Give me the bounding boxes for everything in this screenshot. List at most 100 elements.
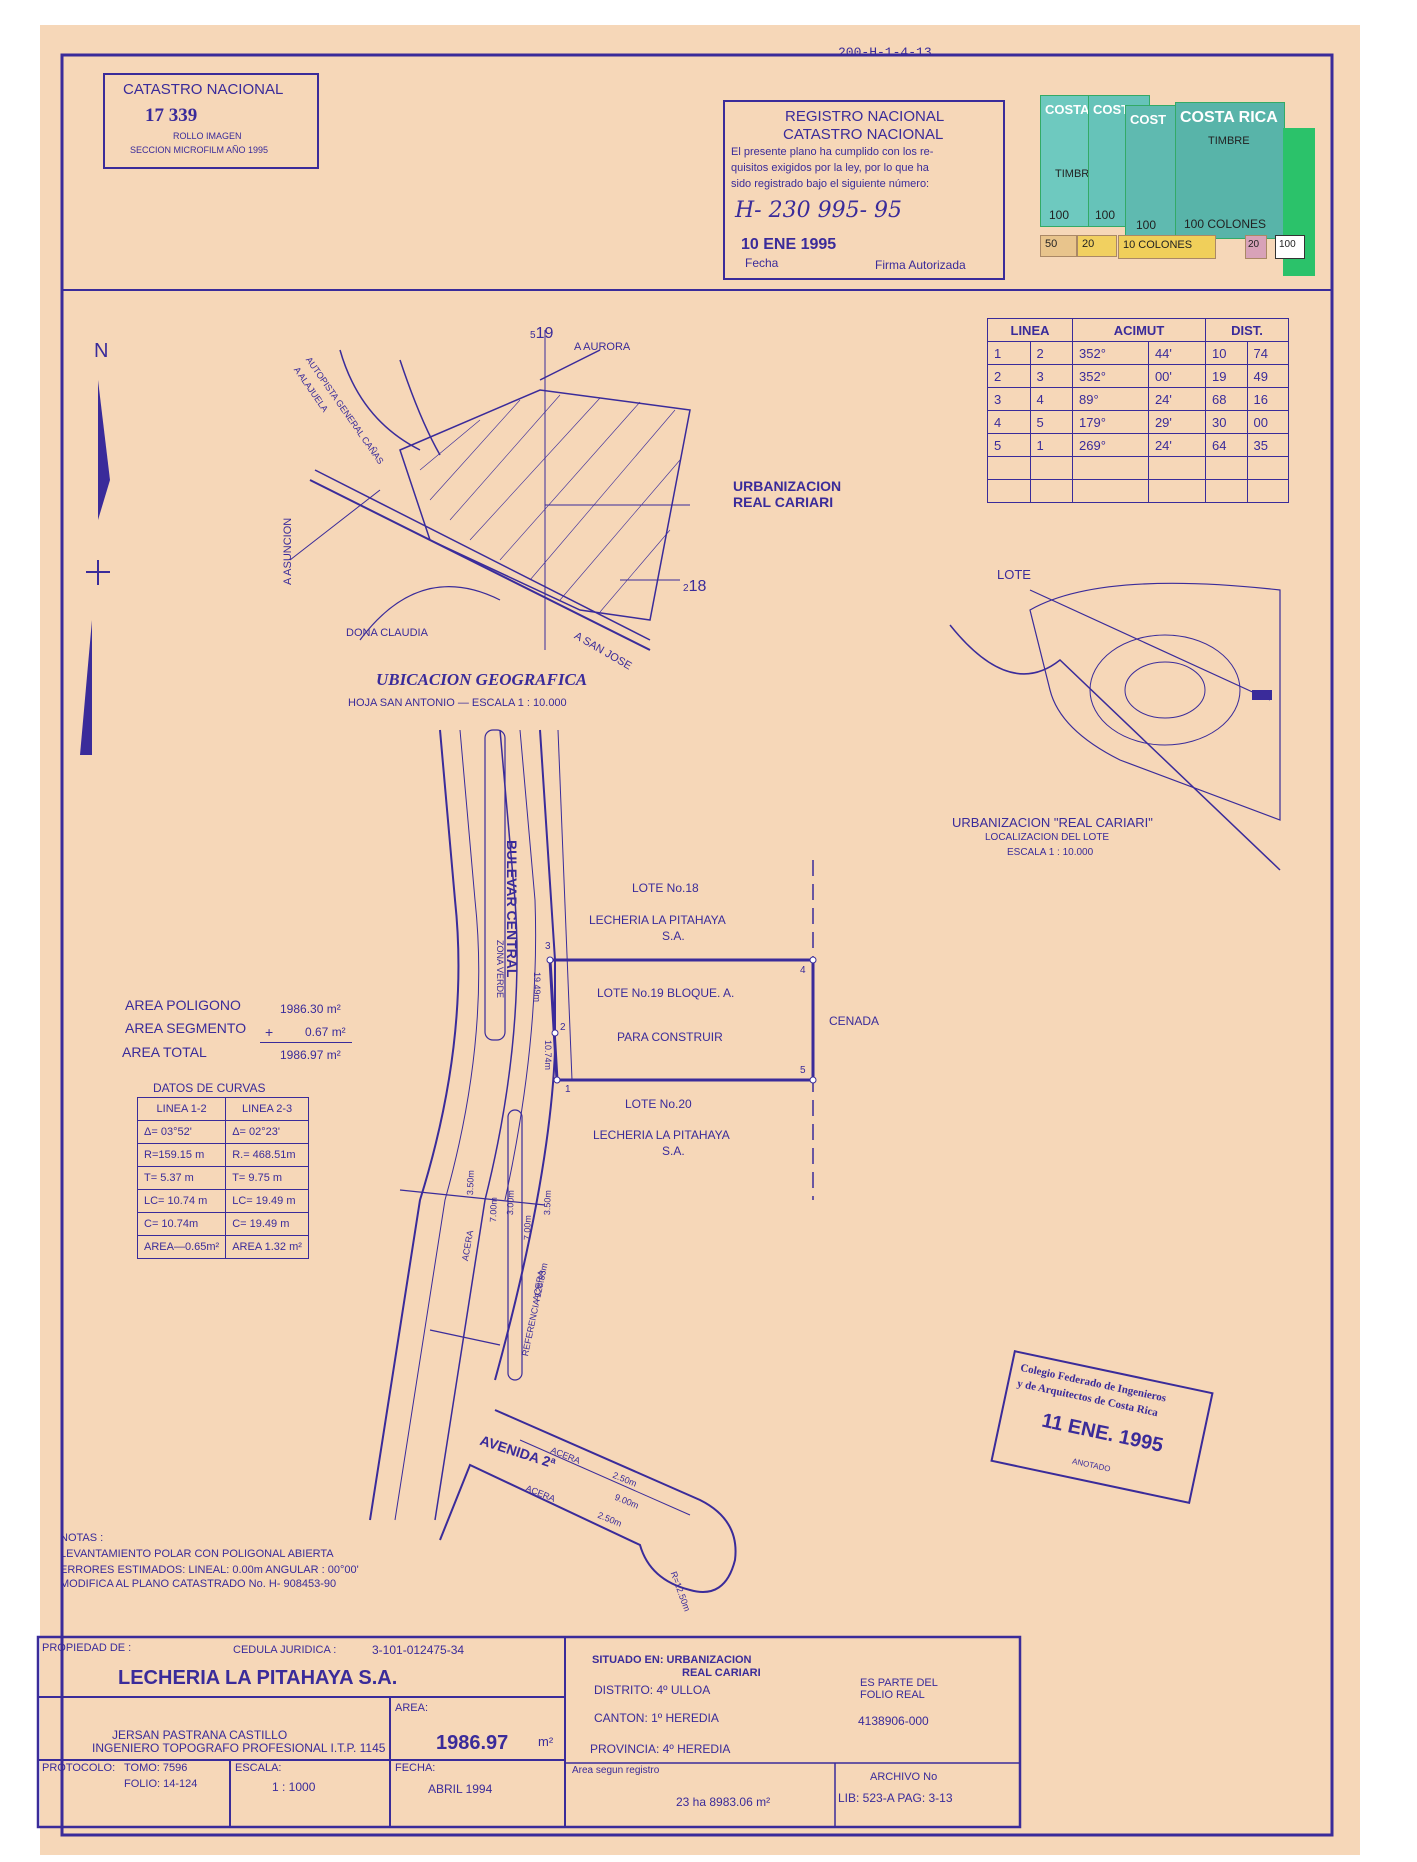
escala-value: 1 : 1000 xyxy=(272,1780,316,1794)
revenue-stamp-100b: 100 xyxy=(1275,235,1305,259)
area-sum-line xyxy=(260,1042,352,1043)
urbanizacion-label-2: REAL CARIARI xyxy=(733,494,834,510)
header-acimut: ACIMUT xyxy=(1072,318,1206,342)
aurora-label: A AURORA xyxy=(574,341,631,353)
folio-real-value: 4138906-000 xyxy=(858,1714,929,1728)
es-parte-1: ES PARTE DEL xyxy=(860,1677,938,1689)
point-5: 5 xyxy=(800,1065,806,1076)
ubicacion-subtitle: HOJA SAN ANTONIO — ESCALA 1 : 10.000 xyxy=(348,697,567,709)
revenue-stamp-20: 20 xyxy=(1077,235,1117,257)
distrito: DISTRITO: 4º ULLOA xyxy=(594,1683,711,1697)
area-segmento-value: 0.67 m² xyxy=(305,1025,346,1039)
owner-name: LECHERIA LA PITAHAYA S.A. xyxy=(118,1667,398,1689)
notas-title: NOTAS : xyxy=(60,1532,104,1544)
lote-map-sub2: ESCALA 1 : 10.000 xyxy=(1007,847,1094,858)
cenada-label: CENADA xyxy=(829,1014,880,1028)
para-construir-label: PARA CONSTRUIR xyxy=(617,1030,723,1044)
catastro-seccion: SECCION MICROFILM AÑO 1995 xyxy=(130,145,269,155)
width-350-b: 3.50m xyxy=(542,1189,553,1216)
registro-text-1: El presente plano ha cumplido con los re… xyxy=(731,146,934,158)
dona-claudia-label: DONA CLAUDIA xyxy=(346,627,428,639)
situado-value: REAL CARIARI xyxy=(682,1667,761,1679)
revenue-stamp-4: COSTA RICA TIMBRE 100 COLONES xyxy=(1175,102,1285,239)
area-unit: m² xyxy=(538,1734,554,1749)
sa-1-label: S.A. xyxy=(662,929,685,943)
area-poligono-value: 1986.30 m² xyxy=(280,1002,341,1016)
registro-nacional-stamp: REGISTRO NACIONAL CATASTRO NACIONAL El p… xyxy=(723,100,1005,280)
fecha-block-value: ABRIL 1994 xyxy=(428,1782,493,1796)
area-total-label: AREA TOTAL xyxy=(122,1044,207,1060)
area-plus: + xyxy=(265,1024,274,1040)
dist-10-74: 10.74m xyxy=(543,1040,553,1071)
lote-label: LOTE xyxy=(997,567,1031,582)
canton: CANTON: 1º HEREDIA xyxy=(594,1711,719,1725)
folio-value: FOLIO: 14-124 xyxy=(124,1778,198,1790)
point-3: 3 xyxy=(545,941,551,952)
registro-title: REGISTRO NACIONAL xyxy=(785,108,945,125)
catastro-number: 17 339 xyxy=(145,105,198,126)
notas-line-2: ERRORES ESTIMADOS: LINEAL: 0.00m ANGULAR… xyxy=(60,1564,359,1576)
curvas-title: DATOS DE CURVAS xyxy=(153,1081,266,1095)
lote-19-label: LOTE No.19 BLOQUE. A. xyxy=(597,986,735,1000)
notas-line-3: MODIFICA AL PLANO CATASTRADO No. H- 9084… xyxy=(60,1578,337,1590)
fecha-block-label: FECHA: xyxy=(395,1762,436,1774)
area-registro-value: 23 ha 8983.06 m² xyxy=(676,1795,771,1809)
area-segmento-label: AREA SEGMENTO xyxy=(125,1020,247,1036)
lecheria-1-label: LECHERIA LA PITAHAYA xyxy=(589,913,726,927)
registro-text-2: quisitos exigidos por la ley, por lo que… xyxy=(731,162,929,174)
catastro-title: CATASTRO NACIONAL xyxy=(123,81,284,98)
plano-number: H- 230 995- 95 xyxy=(735,198,903,223)
firma-label: Firma Autorizada xyxy=(875,258,966,272)
table-row-empty xyxy=(987,479,1289,503)
area-value: 1986.97 xyxy=(436,1732,509,1754)
table-row-empty xyxy=(987,456,1289,480)
catastro-nacional-box: CATASTRO NACIONAL 17 339 ROLLO IMAGEN SE… xyxy=(103,73,319,169)
area-poligono-label: AREA POLIGONO xyxy=(125,997,241,1013)
point-18-label: 218 xyxy=(683,578,707,595)
point-19-label: 519 xyxy=(530,325,554,342)
point-2: 2 xyxy=(560,1022,566,1033)
archivo-value: LIB: 523-A PAG: 3-13 xyxy=(838,1791,953,1805)
tomo-value: TOMO: 7596 xyxy=(124,1762,188,1774)
escala-label: ESCALA: xyxy=(235,1762,282,1774)
header-linea: LINEA xyxy=(987,318,1073,342)
area-total-value: 1986.97 m² xyxy=(280,1048,341,1062)
engineer-title: INGENIERO TOPOGRAFO PROFESIONAL I.T.P. 1… xyxy=(92,1741,386,1755)
bulevar-label: BULEVAR CENTRAL xyxy=(504,840,520,978)
area-registro-label: Area segun registro xyxy=(572,1765,660,1776)
provincia: PROVINCIA: 4º HEREDIA xyxy=(590,1742,731,1756)
lote-20-label: LOTE No.20 xyxy=(625,1097,692,1111)
point-4: 4 xyxy=(800,965,806,976)
urbanizacion-label-1: URBANIZACION xyxy=(733,478,842,494)
lote-map-title: URBANIZACION "REAL CARIARI" xyxy=(952,815,1153,830)
revenue-stamp-50: 50 xyxy=(1040,235,1077,257)
sa-2-label: S.A. xyxy=(662,1144,685,1158)
header-dist: DIST. xyxy=(1205,318,1289,342)
revenue-stamp-10-colones: 10 COLONES xyxy=(1118,235,1216,259)
ubicacion-title: UBICACION GEOGRAFICA xyxy=(376,670,588,689)
revenue-stamp-20b: 20 xyxy=(1245,235,1267,259)
archivo-label: ARCHIVO No xyxy=(870,1771,938,1783)
width-700-a: 7.00m xyxy=(488,1196,499,1223)
notas-line-1: LEVANTAMIENTO POLAR CON POLIGONAL ABIERT… xyxy=(60,1548,334,1560)
reference-code: 200-H-1-4-13 xyxy=(838,45,932,60)
dist-19-49: 19.49m xyxy=(532,972,542,1003)
zona-verde-label: ZONA VERDE xyxy=(495,940,505,999)
registro-text-3: sido registrado bajo el siguiente número… xyxy=(731,178,930,190)
area-label: AREA: xyxy=(395,1702,429,1714)
width-300: 3.00m xyxy=(505,1189,516,1216)
lote-map-sub1: LOCALIZACION DEL LOTE xyxy=(985,832,1110,843)
width-350-a: 3.50m xyxy=(465,1169,476,1196)
